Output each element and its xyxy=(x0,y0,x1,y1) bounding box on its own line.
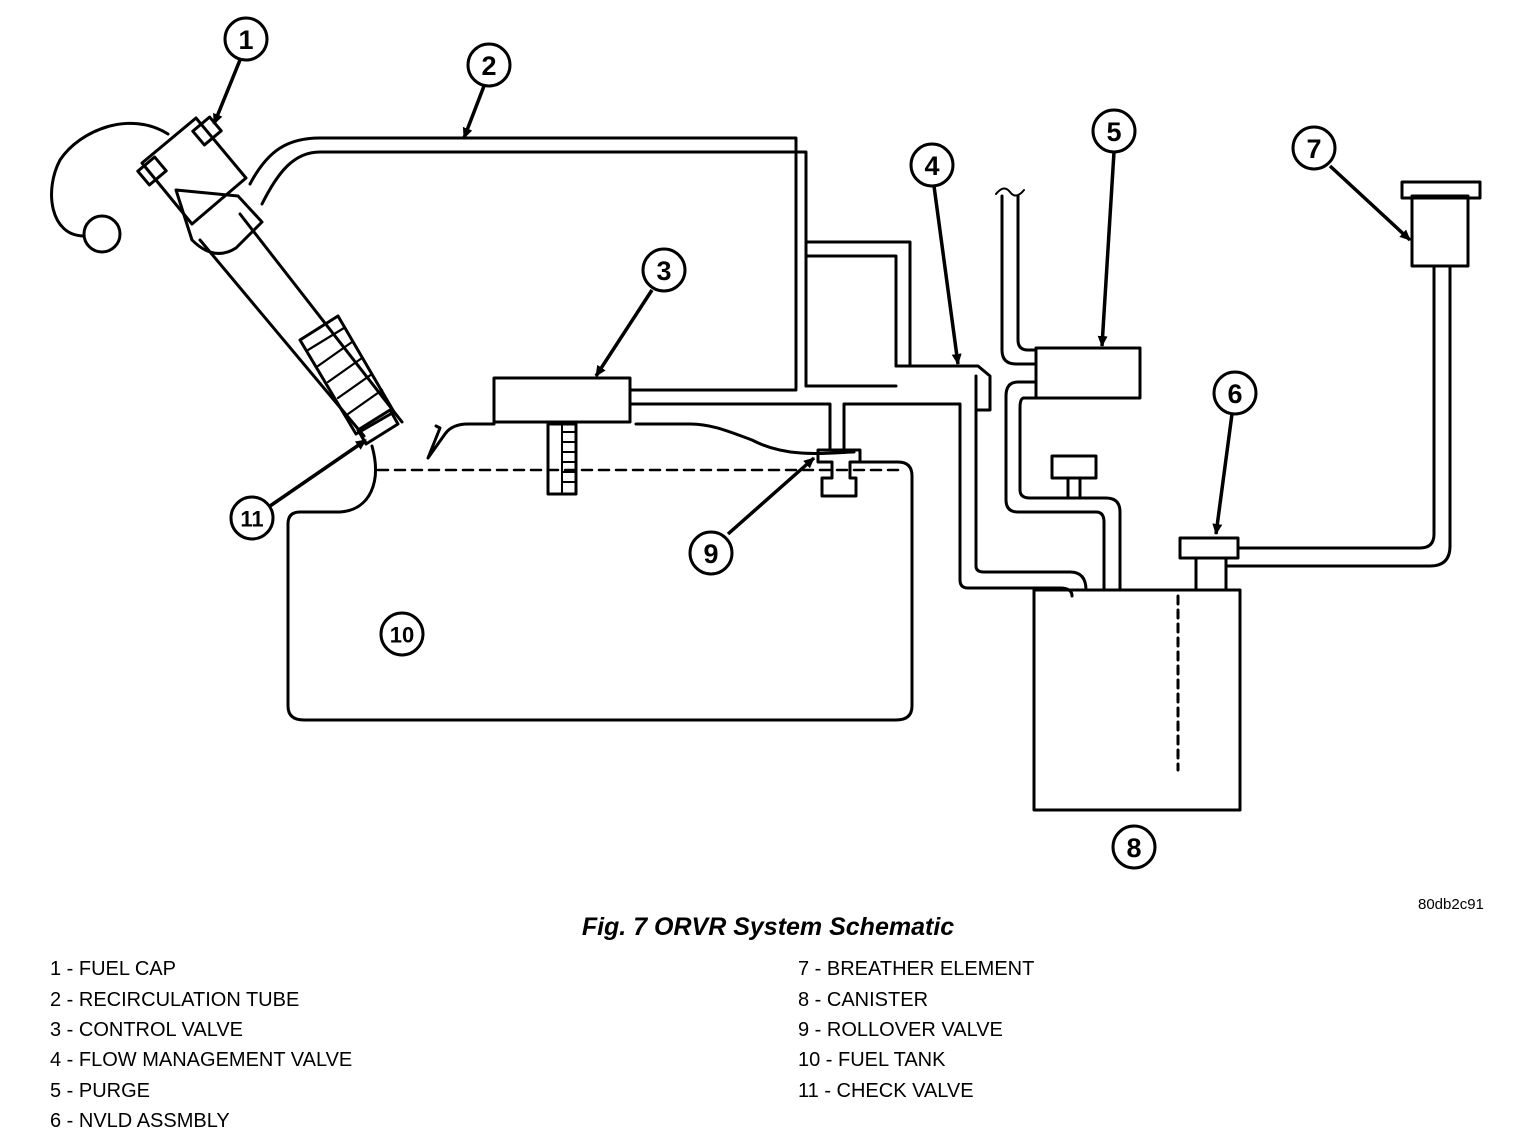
callout-11: 11 xyxy=(240,507,263,532)
leader-6 xyxy=(1212,413,1234,535)
nvld-assembly xyxy=(1178,536,1240,560)
nvld-neck xyxy=(1194,556,1228,592)
flow-management-valve xyxy=(894,364,1088,598)
callout-7: 7 xyxy=(1306,134,1321,164)
legend-item-1: 1 - FUEL CAP xyxy=(50,958,176,980)
leader-11 xyxy=(269,438,367,508)
leader-7 xyxy=(1328,164,1412,242)
leader-5 xyxy=(1097,151,1116,347)
neck-hatch-lines xyxy=(306,326,384,416)
legend-item-6: 6 - NVLD ASSMBLY xyxy=(50,1110,230,1132)
line-break-mark xyxy=(995,187,1025,197)
tether-ring xyxy=(82,214,122,254)
filler-head xyxy=(174,188,264,255)
callout-circle-11 xyxy=(229,495,275,541)
callout-3: 3 xyxy=(656,256,671,286)
breather-element-cap xyxy=(1400,180,1482,200)
callout-circle-9 xyxy=(688,530,734,576)
legend-item-2: 2 - RECIRCULATION TUBE xyxy=(50,989,300,1011)
legend-item-4: 4 - FLOW MANAGEMENT VALVE xyxy=(50,1049,353,1071)
leader-9 xyxy=(726,456,816,536)
control-valve xyxy=(492,376,632,424)
callout-circle-5 xyxy=(1091,108,1137,154)
callout-8: 8 xyxy=(1126,833,1141,863)
breather-element xyxy=(1410,194,1470,268)
small-connector-stem xyxy=(1066,476,1082,498)
legend-item-7: 7 - BREATHER ELEMENT xyxy=(798,958,1035,980)
figure-title: Fig. 7 ORVR System Schematic xyxy=(581,913,955,941)
fuel-cap-tab-left xyxy=(136,155,168,187)
fuel-tank xyxy=(286,422,914,722)
leader-1 xyxy=(212,59,242,125)
callout-circle-8 xyxy=(1111,824,1157,870)
callout-5: 5 xyxy=(1106,117,1121,147)
recirculation-tube xyxy=(248,136,808,390)
fuel-cap-tether xyxy=(50,121,170,238)
flow-management-loop xyxy=(804,240,952,388)
callout-circle-7 xyxy=(1291,125,1337,171)
callout-circle-6 xyxy=(1212,370,1258,416)
legend-item-8: 8 - CANISTER xyxy=(798,989,929,1011)
vent-line xyxy=(628,388,952,450)
callout-2: 2 xyxy=(481,51,496,81)
leader-2 xyxy=(462,85,486,139)
figure-ref-code: 80db2c91 xyxy=(1418,896,1484,913)
legend-item-5: 5 - PURGE xyxy=(50,1080,151,1102)
orvr-schematic: 1 2 3 4 5 6 7 8 9 10 11 xyxy=(50,16,1482,870)
legend-item-9: 9 - ROLLOVER VALVE xyxy=(798,1019,1003,1041)
callout-9: 9 xyxy=(703,539,718,569)
canister xyxy=(1032,588,1242,812)
filler-neck xyxy=(198,212,404,438)
callout-circle-4 xyxy=(909,142,955,188)
leader-3 xyxy=(594,289,654,377)
callout-6: 6 xyxy=(1227,379,1242,409)
callout-circle-3 xyxy=(641,247,687,293)
legend-item-11: 11 - CHECK VALVE xyxy=(798,1080,974,1102)
callout-4: 4 xyxy=(924,151,939,181)
callout-1: 1 xyxy=(238,25,253,55)
callout-10: 10 xyxy=(390,623,414,648)
legend-item-3: 3 - CONTROL VALVE xyxy=(50,1019,244,1041)
check-valve xyxy=(356,408,400,446)
neck-hatched-section xyxy=(298,314,396,436)
purge-valve xyxy=(1034,346,1142,400)
callout-circle-2 xyxy=(466,42,512,88)
callout-circle-1 xyxy=(223,16,269,62)
small-connector xyxy=(1050,454,1098,480)
control-valve-stem-ribs xyxy=(561,423,577,495)
callout-circle-10 xyxy=(379,611,425,657)
rollover-valve xyxy=(816,448,862,498)
purge-to-canister xyxy=(1004,380,1122,592)
legend-item-10: 10 - FUEL TANK xyxy=(798,1049,946,1071)
breather-line xyxy=(1224,264,1452,568)
leader-4 xyxy=(932,185,962,365)
fuel-cap-body xyxy=(140,116,248,226)
purge-line xyxy=(1000,194,1038,366)
